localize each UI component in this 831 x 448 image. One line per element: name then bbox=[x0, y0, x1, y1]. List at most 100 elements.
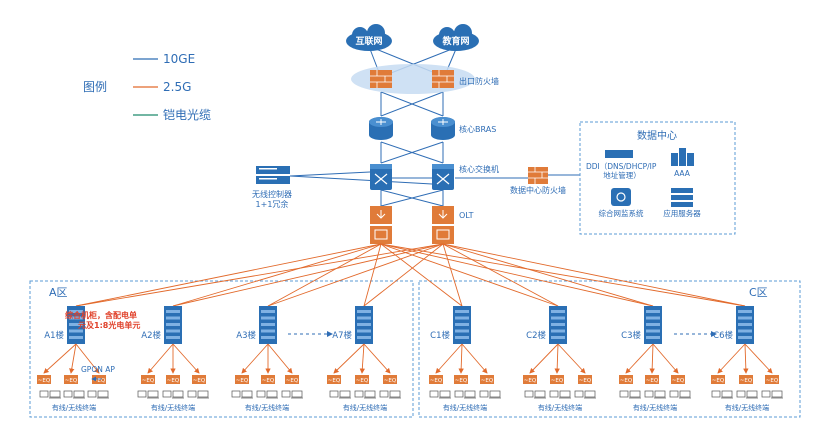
ap-text: ~EQ bbox=[38, 378, 51, 384]
ap-text: ~EQ bbox=[236, 378, 249, 384]
bras-label: 核心BRAS bbox=[459, 124, 496, 134]
terminal-icon bbox=[669, 390, 691, 399]
ap-text: ~EQ bbox=[142, 378, 155, 384]
zone-c-box bbox=[418, 280, 801, 418]
egress-firewall-right bbox=[432, 70, 454, 88]
terminal-icon bbox=[137, 390, 159, 399]
dc-firewall bbox=[528, 167, 548, 184]
gpon-ap-icon: ~EQ bbox=[235, 375, 249, 384]
monitor-system-label: 综合网监系统 bbox=[599, 208, 644, 218]
building-label: C3楼 bbox=[621, 330, 641, 341]
terminal-icon bbox=[63, 390, 85, 399]
gpon-ap-icon: ~EQ bbox=[645, 375, 659, 384]
terminal-label: 有线/无线终端 bbox=[151, 403, 195, 412]
terminal-icon bbox=[429, 390, 451, 399]
egress-firewall-label: 出口防火墙 bbox=[459, 76, 499, 86]
ap-text: ~EQ bbox=[620, 378, 633, 384]
terminal-label: 有线/无线终端 bbox=[52, 403, 96, 412]
terminal-icon bbox=[39, 390, 61, 399]
ap-text: ~EQ bbox=[193, 378, 206, 384]
ap-text: ~EQ bbox=[455, 378, 468, 384]
terminal-icon bbox=[736, 390, 758, 399]
terminal-icon bbox=[644, 390, 666, 399]
gpon-ap-icon: ~EQ bbox=[619, 375, 633, 384]
gpon-ap-icon: ~EQ bbox=[383, 375, 397, 384]
zone-a-label: A区 bbox=[49, 286, 68, 299]
gpon-ap-icon: ~EQ bbox=[454, 375, 468, 384]
legend-label-10ge: 10GE bbox=[163, 52, 195, 66]
edu-net-cloud: 教育网 bbox=[433, 24, 479, 51]
terminal-icon bbox=[761, 390, 783, 399]
gpon-ap-icon: ~EQ bbox=[261, 375, 275, 384]
ap-text: ~EQ bbox=[740, 378, 753, 384]
gpon-ap-icon: ~EQ bbox=[92, 375, 106, 384]
gpon-ap-label: GPON AP bbox=[81, 365, 115, 374]
olt-label: OLT bbox=[459, 211, 474, 220]
legend: 10GE 2.5G 图例 铠电光缆 bbox=[83, 52, 211, 122]
building-label: A2楼 bbox=[141, 330, 161, 341]
terminal-icon bbox=[454, 390, 476, 399]
building-label: A7楼 bbox=[332, 330, 352, 341]
wireless-controller-label: 无线控制器 bbox=[252, 189, 292, 199]
terminal-icon bbox=[379, 390, 401, 399]
cabinet-icon bbox=[644, 306, 662, 344]
terminal-icon bbox=[231, 390, 253, 399]
gpon-ap-icon: ~EQ bbox=[327, 375, 341, 384]
gpon-ap-icon: ~EQ bbox=[64, 375, 78, 384]
gpon-ap-icon: ~EQ bbox=[578, 375, 592, 384]
ap-text: ~EQ bbox=[481, 378, 494, 384]
terminal-icon bbox=[619, 390, 641, 399]
ap-text: ~EQ bbox=[551, 378, 564, 384]
cabinet-icon bbox=[67, 306, 85, 344]
building-a2: A2楼 ~EQ ~EQ ~EQ 有线/无线终端 bbox=[137, 306, 209, 412]
ap-text: ~EQ bbox=[356, 378, 369, 384]
gpon-ap-icon: ~EQ bbox=[166, 375, 180, 384]
internet-cloud: 互联网 bbox=[346, 24, 392, 51]
ap-text: ~EQ bbox=[328, 378, 341, 384]
ddi-sub-label: 地址管理） bbox=[603, 170, 641, 180]
terminal-icon bbox=[479, 390, 501, 399]
edu-net-label: 教育网 bbox=[441, 35, 469, 47]
aaa-label: AAA bbox=[674, 169, 691, 178]
ap-text: ~EQ bbox=[672, 378, 685, 384]
gpon-ap-icon: ~EQ bbox=[37, 375, 51, 384]
core-switch-label: 核心交换机 bbox=[459, 164, 499, 174]
ap-text: ~EQ bbox=[384, 378, 397, 384]
app-server-label: 应用服务器 bbox=[663, 208, 701, 218]
bras-router-left bbox=[369, 117, 393, 140]
terminal-icon bbox=[549, 390, 571, 399]
bras-router-right bbox=[431, 117, 455, 140]
ap-text: ~EQ bbox=[93, 378, 106, 384]
cabinet-icon bbox=[453, 306, 471, 344]
terminal-icon bbox=[187, 390, 209, 399]
terminal-label: 有线/无线终端 bbox=[245, 403, 289, 412]
terminal-icon bbox=[87, 390, 109, 399]
terminal-icon bbox=[354, 390, 376, 399]
gpon-ap-icon: ~EQ bbox=[192, 375, 206, 384]
core-switch-left bbox=[370, 164, 392, 190]
gpon-ap-icon: ~EQ bbox=[739, 375, 753, 384]
gear-icon bbox=[616, 192, 626, 202]
gpon-ap-icon: ~EQ bbox=[285, 375, 299, 384]
ap-text: ~EQ bbox=[430, 378, 443, 384]
monitor-system-icon bbox=[611, 188, 631, 206]
gpon-ap-icon: ~EQ bbox=[355, 375, 369, 384]
terminal-icon bbox=[162, 390, 184, 399]
ddi-label: DDI（DNS/DHCP/IP bbox=[586, 162, 657, 171]
terminal-icon bbox=[256, 390, 278, 399]
zone-a-box bbox=[29, 280, 414, 418]
building-label: C6楼 bbox=[713, 330, 733, 341]
ap-text: ~EQ bbox=[524, 378, 537, 384]
terminal-icon bbox=[524, 390, 546, 399]
terminal-icon bbox=[281, 390, 303, 399]
gpon-ap-icon: ~EQ bbox=[711, 375, 725, 384]
gpon-ap-icon: ~EQ bbox=[480, 375, 494, 384]
legend-label-cable: 铠电光缆 bbox=[163, 107, 211, 122]
terminal-icon bbox=[329, 390, 351, 399]
